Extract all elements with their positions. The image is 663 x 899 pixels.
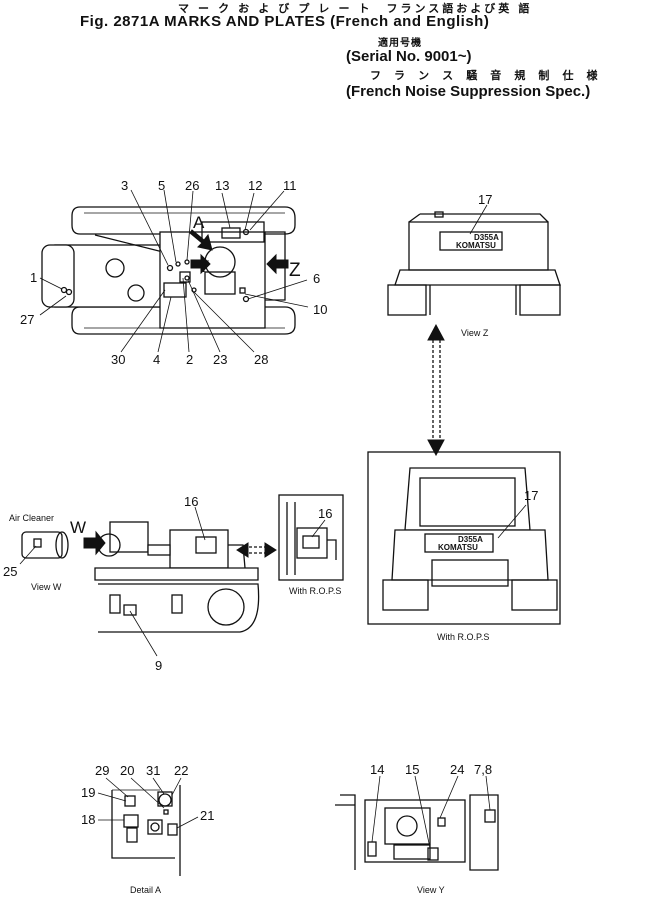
view-y-callout-15: 15 [405, 762, 419, 777]
callout-2: 2 [186, 352, 193, 367]
view-z-caption: View Z [461, 328, 489, 338]
rops-side-view: 16 With R.O.P.S [278, 494, 344, 596]
rops-front-plate-brand: KOMATSU [438, 543, 478, 552]
callout-11: 11 [283, 178, 297, 193]
header-serial-en: (Serial No. 9001~) [346, 48, 472, 65]
callout-12: 12 [248, 178, 262, 193]
callout-28: 28 [254, 352, 268, 367]
view-y: 14 15 24 7,8 View Y [335, 762, 499, 895]
view-y-callout-14: 14 [370, 762, 384, 777]
view-z: D355A KOMATSU 17 View Z [387, 192, 561, 338]
rops-front-view: D355A KOMATSU 17 With R.O.P.S [367, 451, 561, 642]
side-callout-9: 9 [155, 658, 162, 673]
arrow-label-a: A [193, 213, 205, 232]
callout-5: 5 [158, 178, 165, 193]
air-cleaner-label: Air Cleaner [9, 513, 54, 523]
detail-a-callout-29: 29 [95, 763, 109, 778]
view-y-callout-7-8: 7,8 [474, 762, 492, 777]
header-serial-jp: 適用号機 [378, 38, 422, 49]
callout-26: 26 [185, 178, 199, 193]
callout-4: 4 [153, 352, 160, 367]
callout-13: 13 [215, 178, 229, 193]
arrow-label-y: Y [198, 257, 209, 276]
view-y-caption: View Y [417, 885, 445, 895]
view-y-callout-24: 24 [450, 762, 464, 777]
rops-front-callout-17: 17 [524, 488, 538, 503]
detail-a-callout-21: 21 [200, 808, 214, 823]
callout-10: 10 [313, 302, 327, 317]
callout-27: 27 [20, 312, 34, 327]
detail-a-callout-31: 31 [146, 763, 160, 778]
rops-front-caption: With R.O.P.S [437, 632, 489, 642]
view-w-callout-25: 25 [3, 564, 17, 579]
connector-vertical [427, 323, 445, 457]
callout-23: 23 [213, 352, 227, 367]
view-z-callout-17: 17 [478, 192, 492, 207]
top-view: 1 27 3 5 26 13 12 11 6 10 30 4 2 23 28 A… [20, 178, 327, 367]
rops-side-caption: With R.O.P.S [289, 586, 341, 596]
view-z-plate-brand: KOMATSU [456, 241, 496, 250]
connector-horizontal [236, 542, 277, 558]
view-z-plate-model: D355A [474, 233, 499, 242]
detail-a-caption: Detail A [130, 885, 161, 895]
detail-a: 29 20 31 22 19 18 21 Detail A [81, 763, 214, 895]
header-title-jp: マ ー ク お よ び プ レ ー ト フランス語および英 語 [178, 3, 533, 15]
arrow-label-w: W [70, 518, 86, 537]
callout-30: 30 [111, 352, 125, 367]
header-title-en: Fig. 2871A MARKS AND PLATES (French and … [80, 13, 490, 30]
callout-3: 3 [121, 178, 128, 193]
view-w-caption: View W [31, 582, 62, 592]
arrow-label-z: Z [289, 260, 301, 281]
rops-side-callout-16: 16 [318, 506, 332, 521]
view-w: Air Cleaner 25 View W [3, 513, 69, 592]
header-spec-jp: フ ラ ン ス 騒 音 規 制 仕 様 [370, 70, 603, 82]
detail-a-callout-18: 18 [81, 812, 95, 827]
callout-6: 6 [313, 271, 320, 286]
side-view: W 16 9 [70, 494, 260, 673]
detail-a-callout-22: 22 [174, 763, 188, 778]
header-spec-en: (French Noise Suppression Spec.) [346, 83, 591, 100]
detail-a-callout-19: 19 [81, 785, 95, 800]
rops-front-plate-model: D355A [458, 535, 483, 544]
side-callout-16: 16 [184, 494, 198, 509]
detail-a-callout-20: 20 [120, 763, 134, 778]
callout-1: 1 [30, 270, 37, 285]
